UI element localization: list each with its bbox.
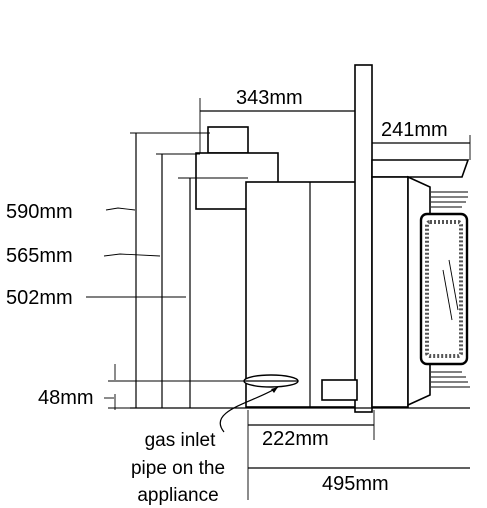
glass-reflection-1 [442,269,453,321]
lower-louvres [431,371,470,388]
label-590mm: 590mm [6,201,73,223]
top-trim [371,159,470,178]
label-495mm: 495mm [322,473,389,495]
label-48mm: 48mm [38,387,94,409]
label-502mm: 502mm [6,287,73,309]
upper-louvres [431,191,468,208]
label-241mm: 241mm [381,119,448,141]
wall-plate [354,64,373,413]
glass-seal [425,220,463,358]
label-222mm: 222mm [262,428,329,450]
caption-line-2: pipe on the [131,458,225,479]
flue-spigot [195,152,279,210]
caption-line-1: gas inlet [145,430,216,451]
base-plinth [321,379,358,401]
label-343mm: 343mm [236,87,303,109]
appliance-body [195,64,470,413]
flue-collar-top [207,126,249,154]
caption-line-3: appliance [137,485,218,506]
label-565mm: 565mm [6,245,73,267]
pipe-callout-arrow [219,386,279,433]
dimension-lines [86,98,471,500]
glass-reflection-2 [448,259,459,311]
gas-inlet-caption: gas inlet pipe on the appliance [131,430,225,506]
dimension-labels: 343mm 241mm 590mm 565mm 502mm 48mm 222mm… [6,87,448,495]
fascia [371,176,409,408]
